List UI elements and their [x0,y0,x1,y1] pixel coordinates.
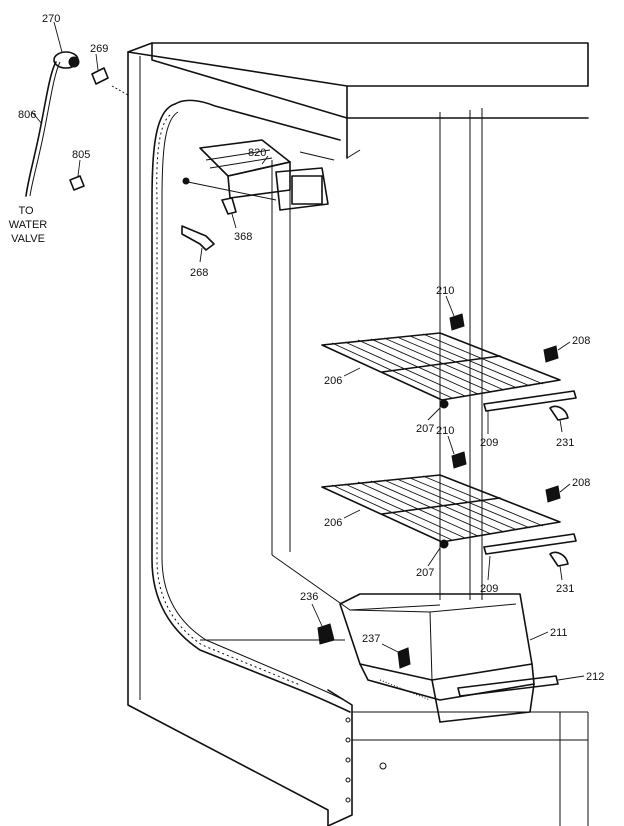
label-368: 368 [234,231,252,243]
label-207-upper: 207 [416,423,434,435]
water-line [25,51,129,197]
label-206-upper: 206 [324,375,342,387]
water-valve-note: TO WATER VALVE [9,205,48,245]
label-231-upper: 231 [556,437,574,449]
label-805: 805 [72,149,90,161]
label-270: 270 [42,13,60,25]
label-231-lower: 231 [556,583,574,595]
label-208-lower: 208 [572,477,590,489]
label-236: 236 [300,591,318,603]
label-208-upper: 208 [572,335,590,347]
label-269: 269 [90,43,108,55]
door-liner-outline [151,99,351,713]
crisper-pan [317,593,559,723]
note-line-3: VALVE [11,233,45,245]
leader-lines [31,21,585,681]
label-237: 237 [362,633,380,645]
lower-shelf [321,451,577,567]
label-206-lower: 206 [324,517,342,529]
note-line-1: TO [18,205,34,217]
label-209-lower: 209 [480,583,498,595]
label-209-upper: 209 [480,437,498,449]
small-parts [69,175,237,251]
ice-maker-assembly [182,139,335,211]
upper-shelf [321,313,577,421]
note-line-2: WATER [9,219,48,231]
cabinet [127,42,589,826]
label-207-lower: 207 [416,567,434,579]
label-210-upper: 210 [436,285,454,297]
label-820: 820 [248,147,266,159]
label-806: 806 [18,109,36,121]
label-211: 211 [550,627,568,639]
label-212: 212 [586,671,604,683]
label-210-lower: 210 [436,425,454,437]
label-268: 268 [190,267,208,279]
part-labels: 270 269 806 805 820 368 268 210 208 206 … [18,13,604,683]
